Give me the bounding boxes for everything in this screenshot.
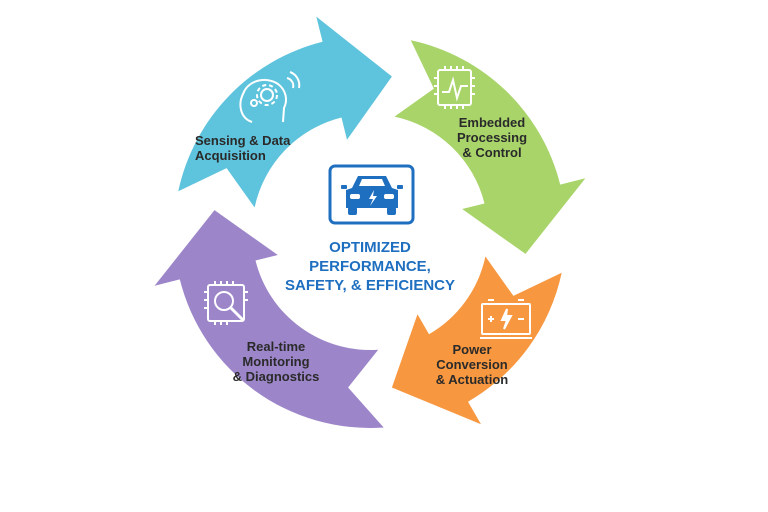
center-title: OPTIMIZED PERFORMANCE, SAFETY, & EFFICIE…: [270, 238, 470, 295]
label-line: Acquisition: [195, 148, 266, 163]
label-line: Conversion: [436, 357, 508, 372]
label-line: Power: [452, 342, 492, 357]
stage-label-processing: Embedded Processing & Control: [452, 115, 532, 160]
arrow-monitoring: [154, 210, 384, 428]
battery-bolt-icon: [480, 299, 532, 339]
stage-label-power: Power Conversion & Actuation: [427, 342, 517, 387]
head-gear-signal-icon: [239, 71, 301, 123]
center-title-line: SAFETY, & EFFICIENCY: [284, 277, 456, 294]
label-line: & Control: [462, 145, 522, 160]
label-line: Processing: [456, 130, 528, 145]
label-line: & Actuation: [435, 372, 509, 387]
stage-label-monitoring: Real-time Monitoring & Diagnostics: [226, 339, 326, 384]
label-line: & Diagnostics: [232, 369, 320, 384]
label-line: Monitoring: [242, 354, 310, 369]
arrow-power: [391, 256, 562, 425]
label-line: Sensing & Data: [195, 133, 291, 148]
label-line: Real-time: [246, 339, 306, 354]
center-title-line: OPTIMIZED: [329, 239, 411, 256]
label-line: Embedded: [458, 115, 526, 130]
center-title-line: PERFORMANCE,: [309, 258, 431, 275]
arrow-processing: [394, 40, 586, 254]
stage-label-sensing: Sensing & Data Acquisition: [195, 133, 290, 163]
chip-waveform-icon: [434, 66, 475, 109]
arrow-sensing: [178, 16, 392, 208]
chip-magnifier-icon: [204, 281, 248, 325]
